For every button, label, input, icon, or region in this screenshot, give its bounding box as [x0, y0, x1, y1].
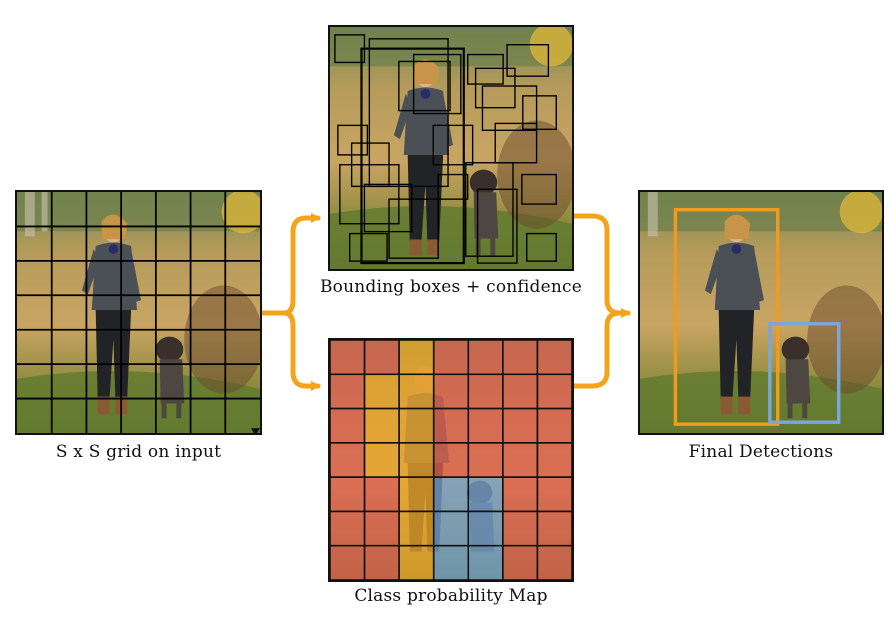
bounding-boxes-caption: Bounding boxes + confidence — [319, 277, 583, 297]
class-cell-blue — [467, 544, 504, 580]
class-cell-red — [330, 340, 366, 376]
class-cell-red — [432, 373, 470, 410]
class-cell-red — [502, 476, 539, 513]
class-cell-red — [467, 340, 504, 376]
class-cell-orange — [398, 442, 435, 478]
class-cell-orange — [398, 340, 435, 376]
detection-box-dog — [768, 322, 841, 424]
class-cell-orange — [363, 407, 400, 444]
bounding-boxes-image — [330, 27, 572, 269]
class-cell-red — [363, 476, 400, 513]
class-cell-blue — [467, 476, 504, 513]
class-cell-red — [330, 407, 366, 444]
class-cell-orange — [398, 476, 435, 513]
class-cell-red — [432, 442, 470, 478]
class-cell-orange — [398, 407, 435, 444]
bounding-boxes-panel — [328, 25, 574, 271]
class-probability-cells — [330, 340, 572, 580]
class-cell-red — [536, 544, 572, 580]
arrow-from-boxes — [571, 213, 631, 318]
class-map-panel — [328, 338, 574, 582]
dog-figure — [781, 336, 811, 419]
class-cell-red — [432, 407, 470, 444]
class-cell-red — [536, 476, 572, 513]
candidate-boxes — [334, 34, 557, 265]
class-cell-orange — [363, 373, 400, 410]
detection-box-person — [673, 207, 780, 426]
dog-figure — [155, 336, 185, 419]
class-cell-red — [467, 373, 504, 410]
class-cell-red — [330, 510, 366, 547]
class-cell-red — [536, 442, 572, 478]
class-cell-red — [363, 510, 400, 547]
class-cell-red — [502, 510, 539, 547]
class-cell-blue — [432, 510, 470, 547]
class-map-image — [330, 340, 572, 580]
class-cell-red — [536, 340, 572, 376]
class-cell-blue — [432, 476, 470, 513]
person-figure — [393, 59, 453, 256]
grid-input-panel — [15, 190, 262, 435]
class-cell-orange — [398, 373, 435, 410]
final-detections-caption: Final Detections — [688, 442, 834, 462]
person-figure — [704, 214, 764, 415]
class-cell-red — [363, 544, 400, 580]
arrow-to-class-map — [259, 310, 321, 391]
class-cell-red — [330, 373, 366, 410]
final-detections-image — [640, 192, 882, 433]
class-cell-red — [467, 442, 504, 478]
class-cell-red — [536, 373, 572, 410]
class-cell-red — [536, 407, 572, 444]
class-cell-red — [502, 442, 539, 478]
class-cell-red — [330, 544, 366, 580]
class-cell-blue — [432, 544, 470, 580]
class-cell-orange — [363, 442, 400, 478]
class-cell-red — [502, 407, 539, 444]
class-cell-orange — [398, 510, 435, 547]
class-map-caption: Class probability Map — [354, 586, 548, 606]
class-cell-red — [502, 544, 539, 580]
class-cell-blue — [467, 510, 504, 547]
class-cell-orange — [398, 544, 435, 580]
input-grid-lines — [17, 192, 260, 433]
class-cell-red — [502, 340, 539, 376]
grid-input-caption: S x S grid on input — [55, 442, 222, 462]
grid-input-image — [17, 192, 260, 433]
class-cell-red — [432, 340, 470, 376]
arrow-to-boxes — [259, 213, 321, 316]
final-detections-panel — [638, 190, 884, 435]
class-cell-red — [330, 442, 366, 478]
class-cell-red — [536, 510, 572, 547]
class-cell-red — [363, 340, 400, 376]
class-cell-red — [502, 373, 539, 410]
class-cell-red — [330, 476, 366, 513]
class-cell-red — [467, 407, 504, 444]
arrow-from-class-map — [571, 310, 623, 389]
